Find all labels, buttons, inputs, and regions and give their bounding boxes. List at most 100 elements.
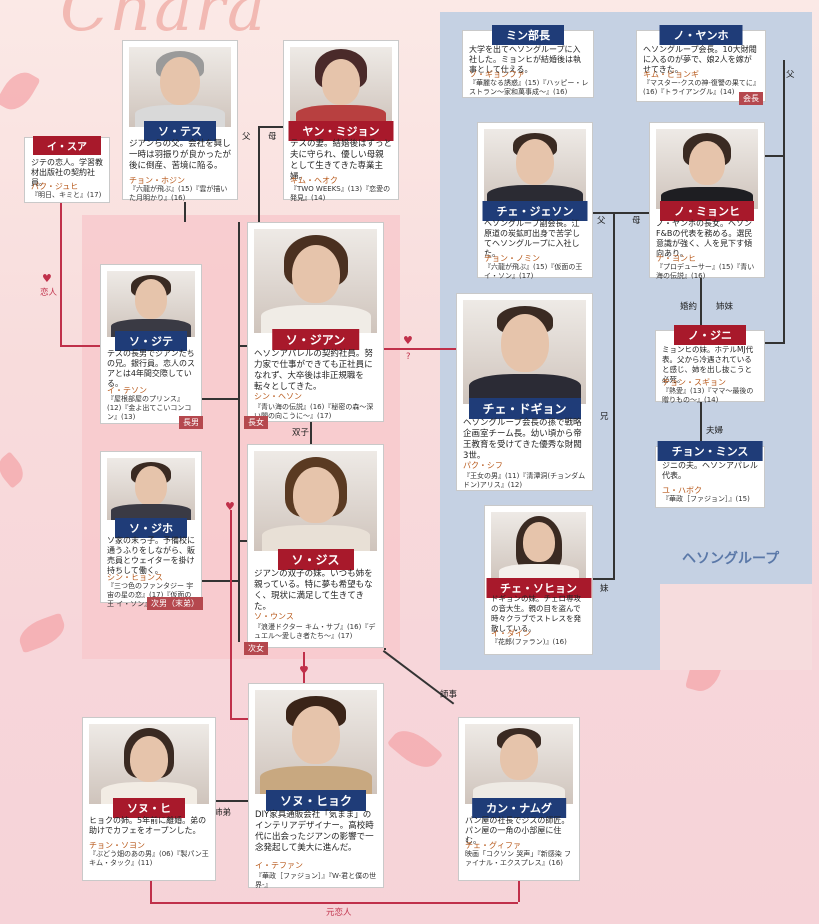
- card-no-jini[interactable]: ノ・ジニ ミョンヒの妹。ホテルMJ代表。父から冷遇されていると感じ、姉を出し抜こ…: [655, 325, 765, 404]
- card-no-myonhi[interactable]: ノ・ミョンヒ ノ・ヤンホの長女。ヘソンF&Bの代表を務める。選民意識が強く、人を…: [649, 122, 765, 280]
- relation-siblings: 姉弟: [214, 808, 232, 818]
- char-works: 『青い海の伝説』(16)『秘密の森〜深い闇の向こうに〜』(17): [254, 403, 374, 420]
- relation-engaged: 婚約: [680, 302, 698, 312]
- line: [613, 212, 615, 578]
- relation-younger-sister: 妹: [600, 584, 609, 594]
- card-so-jiho[interactable]: ソ・ジホ ソ家の末っ子。予備校に通うふりをしながら、販売員とウェイターを掛け持ち…: [100, 451, 203, 610]
- card-min-bucho[interactable]: ミン部長 大学を出てヘソングループに入社した。ミョンヒが結婚後は執事として仕える…: [462, 25, 594, 98]
- char-name: イ・スア: [33, 136, 101, 155]
- char-name: チェ・ソヒョン: [486, 578, 591, 598]
- group-label: ヘソングループ: [682, 551, 780, 567]
- char-works: 『屋根部屋のプリンス』(12)『金よ出てこいコンコン』(13): [107, 395, 192, 421]
- petal-decoration: [15, 612, 69, 654]
- char-name: ソヌ・ヒ: [113, 798, 185, 818]
- photo: [656, 129, 758, 209]
- card-chon-minsu[interactable]: チョン・ミンス ジニの夫。ヘソンアパレル代表。 ユ・ハボク 『華政［ファジョン］…: [655, 441, 765, 508]
- photo: [465, 724, 573, 804]
- line: [613, 212, 649, 214]
- char-desc: テスの妻。結婚後はずっと夫に守られ、優しい母親として生きてきた専業主婦。: [290, 139, 393, 182]
- char-works: 『プロデューサー』(15)『青い海の伝説』(16): [656, 263, 755, 280]
- card-so-jian[interactable]: ソ・ジアン ヘソンアパレルの契約社員。努力家で仕事ができても正社員になれず、大卒…: [244, 222, 384, 429]
- card-yan-mijon[interactable]: ヤン・ミジョン テスの妻。結婚後はずっと夫に守られ、優しい母親として生きてきた専…: [283, 40, 399, 202]
- char-name: ノ・ジニ: [674, 325, 746, 345]
- card-so-jisu[interactable]: ソ・ジス ジアンの双子の妹。いつも姉を親っている。特に夢も希望もなく、現状に満足…: [244, 444, 384, 655]
- chart-title: Chara: [60, 0, 268, 46]
- char-works: 『熱愛』(13)『ママ〜最後の贈りもの〜』(14): [662, 387, 754, 404]
- photo: [254, 451, 377, 551]
- photo: [107, 271, 195, 337]
- line: [258, 126, 260, 222]
- petal-decoration: [0, 65, 41, 117]
- lover-line: [230, 718, 248, 720]
- role-tag: 次男（末弟）: [147, 597, 203, 610]
- char-actor: シン・ヒョンス: [107, 573, 163, 582]
- char-actor: ナ・ヨンヒ: [656, 254, 696, 263]
- lover-line: [60, 345, 100, 347]
- line: [200, 398, 238, 400]
- char-works: 『花郎(ファラン)』(16): [491, 638, 567, 646]
- line: [238, 222, 240, 642]
- char-desc: ジニの夫。ヘソンアパレル代表。: [662, 461, 758, 480]
- char-desc: ヘソングループ会長。10大財閥に入るのが夢で、娘2人を嫁がせてきた。: [643, 45, 757, 74]
- char-actor: チェ・グィファ: [465, 841, 521, 850]
- heart-icon: ♥: [403, 334, 413, 347]
- char-name: ヤン・ミジョン: [288, 121, 394, 141]
- char-actor: キム・ヘオク: [290, 176, 338, 185]
- card-so-tesu[interactable]: ソ・テス ジアンらの父。会社を興し一時は羽振りが良かったが後に倒産、苦境に陥る。…: [122, 40, 238, 202]
- petal-decoration: [0, 451, 30, 489]
- char-actor: イ・テファン: [255, 861, 303, 870]
- char-actor: チョン・スギョン: [662, 378, 726, 387]
- relation-mother2: 母: [632, 216, 641, 226]
- card-i-sua[interactable]: イ・スア ジテの恋人。学習教材出版社の契約社員。 パク・ジュヒ 『明日、キミと』…: [24, 136, 110, 203]
- relation-twins: 双子: [292, 428, 310, 438]
- card-so-jite[interactable]: ソ・ジテ テスの長男でジアンたちの兄。銀行員。恋人のスアとは4年間交際している。…: [100, 264, 203, 429]
- char-name: ソ・ジテ: [115, 331, 187, 351]
- region-notch: [660, 584, 812, 670]
- heart-icon: ♥: [42, 272, 52, 285]
- photo: [463, 300, 586, 404]
- photo: [255, 690, 377, 794]
- line: [700, 258, 702, 328]
- char-actor: チョン・ホジン: [129, 176, 185, 185]
- role-tag: 長女: [244, 416, 268, 429]
- photo: [89, 724, 209, 804]
- relation-mother: 母: [268, 132, 277, 142]
- char-desc: ジアンの双子の妹。いつも姉を親っている。特に夢も希望もなく、現状に満足して生きて…: [254, 569, 373, 612]
- char-works: 『六龍が飛ぶ』(15)『仮面の王 イ・ソン』(17): [484, 263, 583, 280]
- char-works: 『ぶどう畑のあの男』(06)『製パン王キム・タック』(11): [89, 850, 209, 867]
- card-sonu-hi[interactable]: ソヌ・ヒ ヒョクの姉。5年前に離婚。弟の助けでカフェをオープンした。 チョン・ソ…: [82, 717, 216, 881]
- char-actor: シン・ヘソン: [254, 392, 302, 401]
- char-name: ソ・ジホ: [115, 518, 187, 538]
- char-works: 『華政［ファジョン］』(15): [662, 495, 750, 503]
- char-works: 『六龍が飛ぶ』(15)『雲が描いた月明かり』(16): [129, 185, 228, 202]
- char-works: 『華政［ファジョン］』『W-君と僕の世界-』: [255, 872, 377, 889]
- card-sonu-hyok[interactable]: ソヌ・ヒョク DIY家具通販会社「気まま」のインテリアデザイナー。高校時代に出会…: [248, 683, 384, 889]
- photo: [129, 47, 231, 127]
- card-che-sohyon[interactable]: チェ・ソヒョン ドギョンの妹。チェロ専攻の音大生。親の目を盗んで時々クラブでスト…: [484, 505, 593, 655]
- char-desc: パン屋の社長でジスの師匠。パン屋の一角の小部屋に住む。: [465, 816, 570, 845]
- char-actor: ソ・ギョンファ: [469, 70, 525, 79]
- line: [216, 800, 248, 802]
- card-che-jeson[interactable]: チェ・ジェソン ヘソングループ副会長。江原道の炭鉱町出身で苦学してヘソングループ…: [477, 122, 593, 280]
- line: [310, 422, 312, 444]
- char-desc: ヘソンアパレルの契約社員。努力家で仕事ができても正社員になれず、大卒後は非正規職…: [254, 349, 373, 392]
- relation-sisters: 姉妹: [716, 302, 734, 312]
- card-no-yanho[interactable]: ノ・ヤンホ ヘソングループ会長。10大財閥に入るのが夢で、娘2人を嫁がせてきた。…: [636, 25, 766, 105]
- char-name: ソ・ジス: [277, 549, 354, 570]
- line: [593, 212, 613, 214]
- card-kan-namugu[interactable]: カン・ナムグ パン屋の社長でジスの師匠。パン屋の一角の小部屋に住む。 チェ・グィ…: [458, 717, 580, 881]
- relation-couple: 夫婦: [706, 426, 724, 436]
- char-name: ミン部長: [492, 25, 564, 45]
- char-name: ソヌ・ヒョク: [265, 790, 367, 811]
- lover-question-line: [384, 348, 456, 350]
- relation-father3: 父: [786, 70, 795, 80]
- line: [783, 60, 785, 342]
- char-works: 『王女の男』(11)『清潭洞(チョンダムドン)アリス』(12): [463, 472, 586, 489]
- card-che-dogion[interactable]: チェ・ドギョン ヘソングループ会長の孫で戦略企画室チーム長。幼い頃から帝王教育を…: [456, 293, 593, 491]
- line: [238, 345, 248, 347]
- photo: [491, 512, 586, 582]
- heart-icon: ♥: [225, 500, 235, 513]
- ex-lover-line: [150, 880, 152, 902]
- line: [258, 126, 286, 128]
- char-desc: ジアンらの父。会社を興し一時は羽振りが良かったが後に倒産、苦境に陥る。: [129, 139, 232, 171]
